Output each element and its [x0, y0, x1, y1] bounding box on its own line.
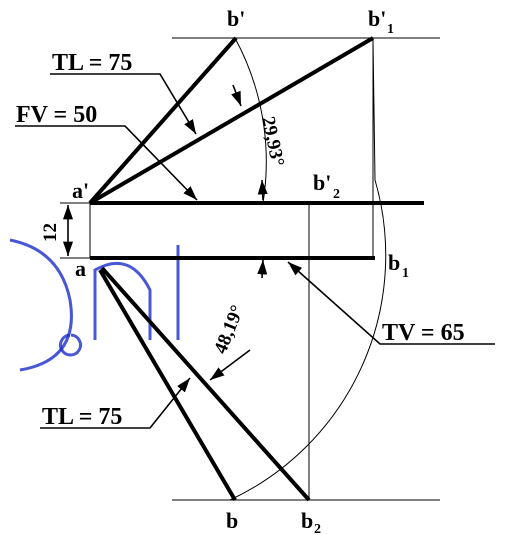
tl-front-leader [50, 73, 197, 135]
callout-tl-front: TL = 75 [52, 50, 132, 76]
tl-top-leader [40, 377, 191, 429]
front-view-line-a-b1 [88, 36, 375, 205]
label-b2-prime-sub: 2 [333, 187, 340, 202]
fv-leader [15, 125, 198, 201]
gap-dimension-value: 12 [40, 223, 61, 242]
label-b2-prime: b' [313, 170, 331, 195]
label-b1: b [388, 250, 400, 275]
top-view-line-a-b [98, 268, 237, 502]
callout-tv: TV = 65 [382, 320, 465, 346]
angle-front-value: 29,93° [257, 115, 288, 169]
callout-tl-top: TL = 75 [42, 404, 122, 430]
label-b: b [226, 508, 238, 533]
label-a-prime: a' [72, 178, 89, 203]
label-a: a [75, 256, 86, 281]
callout-fv: FV = 50 [16, 102, 97, 128]
label-b2: b [301, 508, 313, 533]
label-b-prime: b' [227, 6, 245, 31]
label-b1-prime: b' [368, 6, 386, 31]
watermark [9, 238, 180, 372]
angle-top-arrow-up [257, 259, 268, 279]
label-b1-prime-sub: 1 [387, 22, 394, 37]
angle-top-value: 48,19° [210, 302, 248, 357]
angle-front-arrow-down [231, 84, 242, 107]
top-view-line-a-b2 [100, 266, 311, 502]
label-b2-sub: 2 [314, 522, 321, 535]
tv-leader [287, 261, 495, 345]
front-view-line-a-b [88, 36, 238, 205]
angle-front-arrow-up [257, 179, 268, 201]
angle-top-arrow-down [209, 349, 251, 381]
label-b1-sub: 1 [402, 266, 409, 281]
revolution-arc-bottom [229, 39, 387, 501]
